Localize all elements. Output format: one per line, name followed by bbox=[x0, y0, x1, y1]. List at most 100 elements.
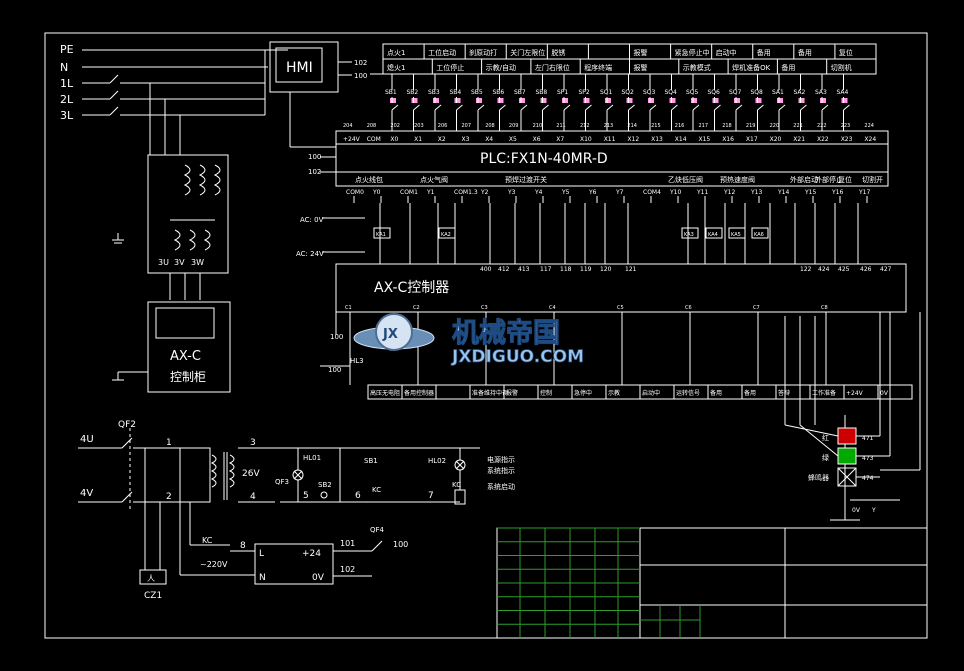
plc-output-15: Y13 bbox=[750, 189, 762, 196]
tower-buzzer-label: 蜂鸣器 bbox=[808, 473, 829, 482]
phase-3u: 3U bbox=[158, 258, 169, 267]
switch-marker-16 bbox=[734, 98, 740, 103]
watermark-en: JXDIGUO.COM bbox=[451, 347, 584, 367]
plc-input-wire-10: 212 bbox=[580, 123, 590, 129]
ax-top-6: 120 bbox=[600, 266, 612, 273]
node-1: 1 bbox=[166, 438, 172, 448]
hmi-block: HMI 102 100 bbox=[269, 41, 367, 148]
switch-label-12: SQ3 bbox=[643, 89, 656, 96]
phase-3v: 3V bbox=[174, 258, 185, 267]
ax-top-4: 118 bbox=[560, 266, 572, 273]
psu-n: N bbox=[259, 573, 266, 583]
plc-input-13: X13 bbox=[651, 136, 663, 143]
hmi-out1: 102 bbox=[354, 59, 367, 67]
plc-input-19: X21 bbox=[793, 136, 805, 143]
hmi-label: HMI bbox=[286, 60, 313, 76]
ax-top-5: 119 bbox=[580, 266, 592, 273]
relay-label-4: KA5 bbox=[731, 232, 741, 238]
plc-input-0: +24V bbox=[343, 136, 361, 143]
switch-label-9: SP2 bbox=[579, 89, 590, 96]
control-power-circuit: 4U 4V QF2 1 2 人 CZ1 26V 3 4 HL01 QF3 bbox=[78, 420, 515, 601]
psu-0v: 0V bbox=[312, 573, 325, 583]
relay-label-2: KA3 bbox=[684, 232, 694, 238]
plc-input-wire-0: 204 bbox=[343, 123, 353, 129]
plc-top-label2-7: 焊机准备OK bbox=[732, 63, 771, 72]
plc-top-label2-4: 程序终端 bbox=[584, 63, 612, 72]
switch-marker-19 bbox=[798, 98, 805, 103]
switch-contact-15 bbox=[714, 97, 721, 111]
supply-pe: PE bbox=[60, 43, 74, 56]
relay-box-5 bbox=[751, 227, 769, 239]
plc-input-wire-6: 208 bbox=[485, 123, 495, 129]
note-start: 系统启动 bbox=[487, 482, 515, 491]
plc-top-label2-9: 切割机 bbox=[831, 63, 852, 72]
supply-l1: 1L bbox=[60, 77, 74, 90]
feed-4u: 4U bbox=[80, 434, 94, 445]
tower-0v: 0V bbox=[852, 507, 861, 514]
switch-label-6: SB7 bbox=[514, 89, 526, 96]
note-system: 系统指示 bbox=[487, 466, 515, 475]
switch-label-10: SQ1 bbox=[600, 89, 613, 96]
plc-output-label-6: 外部停止 bbox=[815, 175, 843, 184]
switch-label-16: SQ7 bbox=[729, 89, 742, 96]
plc-output-1: Y0 bbox=[372, 189, 381, 196]
switch-marker-21 bbox=[841, 98, 848, 103]
plc-top-label2-8: 备用 bbox=[781, 63, 795, 72]
ax-top-2: 413 bbox=[518, 266, 530, 273]
relay-label-3: KA4 bbox=[708, 232, 718, 238]
plc-port-b: 102 bbox=[308, 168, 321, 176]
cabinet-subtitle: 控制柜 bbox=[170, 370, 206, 384]
switch-contact-17 bbox=[757, 97, 764, 111]
ax-pin-0: C1 bbox=[345, 305, 352, 311]
switch-label-7: SB8 bbox=[536, 89, 548, 96]
switch-contact-9 bbox=[585, 97, 592, 111]
node-8: 8 bbox=[240, 541, 246, 551]
plc-output-label-8: 切割开 bbox=[862, 175, 883, 184]
switch-label-15: SQ6 bbox=[708, 89, 721, 96]
plc-output-0: COM0 bbox=[346, 189, 364, 196]
tower-red-label: 红 bbox=[822, 433, 829, 442]
plc-input-wire-9: 211 bbox=[556, 123, 566, 129]
ax-top-12: 427 bbox=[880, 266, 892, 273]
plc-top-label2-6: 示教模式 bbox=[683, 63, 711, 72]
node-7: 7 bbox=[428, 491, 434, 501]
switch-label-5: SB6 bbox=[493, 89, 505, 96]
label-n100: 100 bbox=[330, 333, 343, 341]
plc-top-label-11: 复位 bbox=[839, 48, 853, 57]
node-3: 3 bbox=[250, 438, 256, 448]
switch-contact-3 bbox=[456, 97, 463, 111]
wire-102: 102 bbox=[340, 565, 355, 574]
plc-top-label-7: 紧急停止中 bbox=[675, 48, 710, 57]
switch-label-0: SB1 bbox=[385, 89, 397, 96]
plc-input-wire-21: 223 bbox=[841, 123, 851, 129]
plc-top-label2-3: 左门右限位 bbox=[535, 63, 570, 72]
node-5: 5 bbox=[303, 491, 309, 501]
ax-top-9: 424 bbox=[818, 266, 830, 273]
label-hl3: HL3 bbox=[350, 357, 364, 365]
plc-input-wire-16: 218 bbox=[722, 123, 732, 129]
plc-output-7: Y4 bbox=[534, 189, 543, 196]
plc-top-label2-2: 示教/自动 bbox=[486, 63, 516, 72]
plc-output-6: Y3 bbox=[507, 189, 516, 196]
switch-marker-5 bbox=[497, 98, 504, 103]
wire-100: 100 bbox=[393, 540, 408, 549]
psu-plus: +24 bbox=[302, 549, 321, 559]
plc-output-label-2: 预焊过渡开关 bbox=[505, 175, 547, 184]
switch-contact-1 bbox=[413, 97, 420, 111]
lamp-hl02: HL02 bbox=[428, 457, 446, 465]
switch-marker-20 bbox=[820, 98, 826, 103]
switch-contact-2 bbox=[434, 97, 442, 111]
plc-input-9: X7 bbox=[556, 136, 564, 143]
switch-contact-16 bbox=[735, 97, 743, 111]
psu-l: L bbox=[259, 549, 264, 559]
plc-input-17: X17 bbox=[746, 136, 758, 143]
switch-contact-8 bbox=[563, 97, 571, 111]
ax-top-3: 117 bbox=[540, 266, 552, 273]
button-sb1: SB1 bbox=[364, 457, 378, 465]
ax-bottom-label-12: 答辩 bbox=[778, 389, 790, 397]
cabinet-title: AX-C bbox=[170, 349, 201, 364]
label-a100: 100 bbox=[328, 366, 341, 374]
plc-output-16: Y14 bbox=[777, 189, 789, 196]
plc-top-label2-5: 报警 bbox=[634, 63, 648, 72]
